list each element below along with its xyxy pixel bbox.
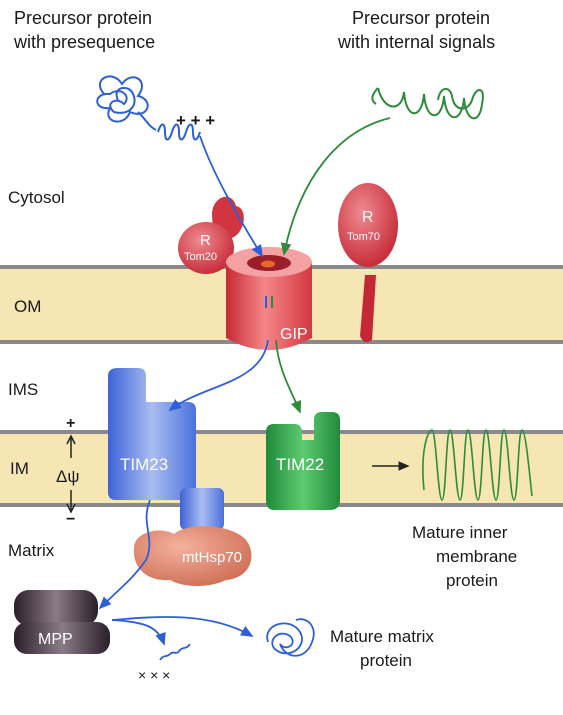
mature-inner-membrane-protein-graphic: [422, 429, 533, 501]
tim22-complex: TIM22: [266, 412, 340, 510]
label-im: IM: [10, 459, 29, 478]
gip-label: GIP: [280, 326, 308, 343]
presequence-charges: + + +: [176, 111, 215, 130]
left-title-line2: with presequence: [13, 32, 155, 52]
tom20-label: Tom20: [184, 251, 217, 263]
blue-import-path: × × ×: [98, 135, 269, 683]
tim23-complex: TIM23: [108, 368, 224, 530]
mpp-enzyme: MPP: [14, 590, 110, 654]
tim23-label: TIM23: [120, 455, 168, 474]
mature-inner-line1: Mature inner: [412, 523, 508, 542]
mthsp70: mtHsp70: [133, 526, 252, 586]
plus-sign: +: [66, 415, 75, 432]
mature-matrix-line1: Mature matrix: [330, 627, 434, 646]
mature-inner-line2: membrane: [436, 547, 517, 566]
label-om: OM: [14, 297, 41, 316]
left-title-line1: Precursor protein: [14, 8, 152, 28]
label-ims: IMS: [8, 380, 38, 399]
label-matrix: Matrix: [8, 541, 55, 560]
mature-matrix-protein-graphic: [266, 618, 315, 657]
tom70-label: Tom70: [347, 231, 380, 243]
right-title-line1: Precursor protein: [352, 8, 490, 28]
precursor-presequence: + + +: [96, 75, 215, 141]
membrane-potential: + − Δψ: [56, 415, 79, 528]
delta-psi-label: Δψ: [56, 467, 79, 486]
label-cytosol: Cytosol: [8, 188, 65, 207]
mature-inner-line3: protein: [446, 571, 498, 590]
mpp-label: MPP: [38, 631, 73, 648]
tom20-receptor: R Tom20: [178, 196, 244, 274]
tim22-label: TIM22: [276, 455, 324, 474]
r-right-label: R: [362, 209, 374, 226]
cleaved-presequence-charges: × × ×: [138, 667, 170, 683]
mature-matrix-line2: protein: [360, 651, 412, 670]
tom70-receptor: R Tom70: [338, 183, 398, 343]
green-import-path: [271, 117, 391, 414]
gip-channel: GIP: [226, 247, 312, 350]
right-title-line2: with internal signals: [337, 32, 495, 52]
mthsp70-label: mtHsp70: [182, 549, 242, 566]
precursor-internal-signals: [371, 87, 484, 120]
minus-sign: −: [66, 511, 75, 528]
r-left-label: R: [200, 232, 211, 249]
